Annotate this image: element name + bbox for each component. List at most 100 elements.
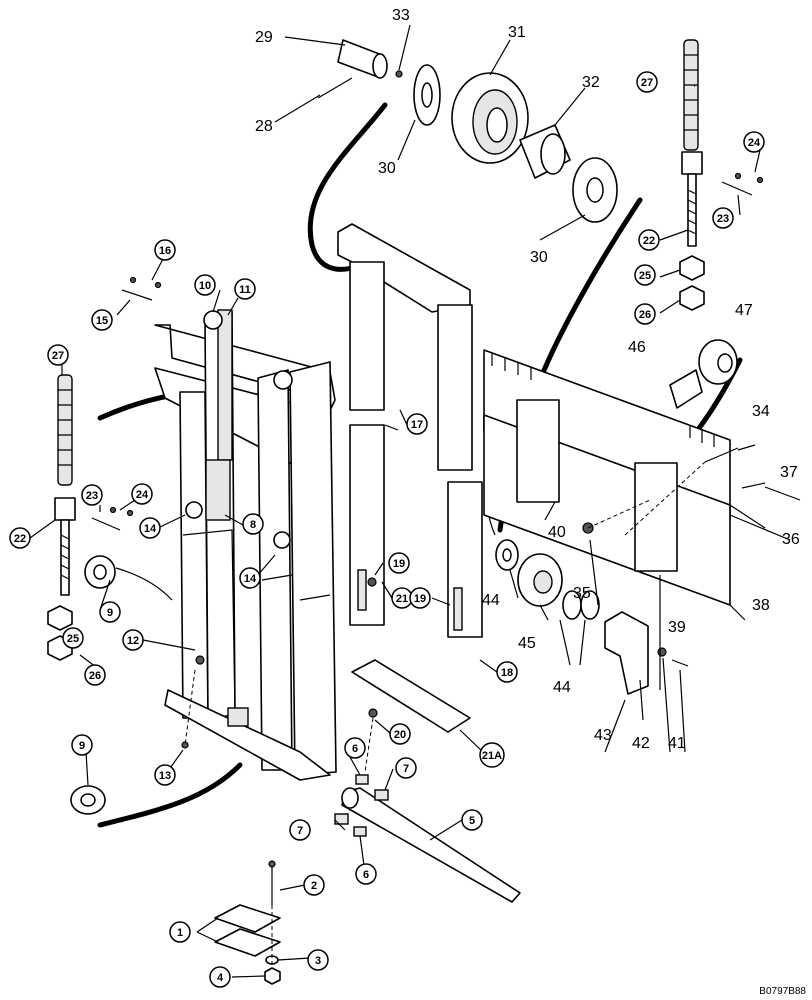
mast-roller-top: [273, 370, 293, 390]
chain-27-right: [683, 39, 699, 151]
carriage-36-teeth: [491, 353, 715, 447]
label-44a: 44: [482, 592, 500, 609]
label-26a: 26: [89, 670, 101, 682]
clip-24-left-a: [109, 506, 117, 514]
label-44b: 44: [553, 679, 571, 696]
circled-labels: 27 24 23 22 25 26 16 15 10 11 27 23 24 2…: [9, 71, 765, 988]
clip-24-left-b: [126, 509, 134, 517]
part-30-washer-lower-hole: [586, 177, 604, 203]
clip-24-right-a: [734, 172, 742, 180]
label-27a: 27: [52, 350, 64, 362]
label-5: 5: [469, 815, 475, 827]
mast-bracket: [227, 707, 249, 727]
mast-channel-11: [217, 309, 233, 461]
washer-44-right-b: [580, 590, 600, 620]
clip-24-right-b: [756, 176, 764, 184]
mast-pin-10: [203, 310, 223, 330]
label-45: 45: [518, 635, 536, 652]
label-6b: 6: [363, 869, 369, 881]
label-23b: 23: [717, 213, 729, 225]
label-12: 12: [127, 635, 139, 647]
carriage-guide-line: [587, 461, 706, 536]
nut-4: [264, 967, 281, 985]
mast-right-upright-outer: [289, 361, 337, 776]
nut-25-right: [679, 255, 705, 281]
label-3: 3: [315, 955, 321, 967]
figure-reference: B0797B88: [759, 986, 806, 997]
label-19a: 19: [393, 558, 405, 570]
top-pulley-parts: [317, 39, 618, 223]
label-22a: 22: [14, 533, 26, 545]
inner-mast-right-rail-lower: [447, 481, 483, 638]
leader-lines: [29, 24, 801, 978]
label-31: 31: [508, 24, 526, 41]
label-20: 20: [394, 729, 406, 741]
mast-right-upright: [257, 369, 293, 771]
hydraulic-hose-top: [307, 102, 388, 272]
carriage-34-bolt: [704, 447, 739, 463]
label-36: 36: [782, 531, 800, 548]
plate-1-lower: [214, 928, 281, 957]
inner-mast-slot-19a: [357, 569, 367, 611]
pad-6-bottom: [353, 826, 367, 837]
label-23a: 23: [86, 490, 98, 502]
label-30a: 30: [378, 160, 396, 177]
mast-lower-plate: [182, 529, 331, 716]
label-43: 43: [594, 727, 612, 744]
part-33-pin: [395, 70, 403, 78]
shaft-5-end: [341, 787, 359, 809]
pin-23-right: [721, 181, 753, 196]
label-33: 33: [392, 7, 410, 24]
label-24b: 24: [748, 137, 761, 149]
mast-roller-14-upper: [185, 501, 203, 519]
label-8: 8: [250, 519, 256, 531]
anchor-22-right-head: [681, 151, 703, 175]
washer-42: [657, 647, 667, 657]
carriage-assembly: [483, 349, 766, 606]
pin-15: [121, 289, 153, 301]
hose-9-line: [115, 567, 173, 601]
roller-9-upper-hub: [93, 564, 107, 580]
chain-27-right-links: [684, 54, 698, 131]
label-37: 37: [780, 464, 798, 481]
label-29: 29: [255, 29, 273, 46]
label-15: 15: [96, 315, 108, 327]
bolt-2-head: [268, 860, 276, 868]
inner-mast-assembly: [337, 223, 483, 733]
roller-9-lower-hub: [80, 793, 96, 807]
inner-mast-slot-19b: [453, 587, 463, 631]
inner-mast-right-rail: [437, 304, 473, 471]
label-14b: 14: [244, 573, 257, 585]
part-31-sheave-hub: [486, 107, 508, 143]
label-13: 13: [159, 770, 171, 782]
carriage-40-left-bracket: [516, 399, 560, 503]
label-38: 38: [752, 597, 770, 614]
left-chain-assembly: [47, 276, 162, 661]
part-32-bearing-end: [540, 133, 566, 175]
label-9a: 9: [107, 607, 113, 619]
clip-16-a: [129, 276, 137, 284]
label-41: 41: [668, 735, 686, 752]
label-11: 11: [239, 284, 251, 296]
roller-46: [669, 369, 703, 409]
label-7a: 7: [403, 763, 409, 775]
right-chain-assembly: [679, 39, 764, 311]
plate-1-upper: [214, 904, 281, 933]
label-18: 18: [501, 667, 513, 679]
guide-line-lower: [184, 669, 374, 968]
bolt-41: [671, 659, 689, 667]
carriage-39-right-bracket: [634, 462, 678, 572]
bolt-20: [368, 708, 378, 718]
pad-7-left: [334, 813, 349, 825]
inner-mast-bolt-21: [367, 577, 377, 587]
label-7b: 7: [297, 825, 303, 837]
label-25a: 25: [67, 633, 79, 645]
shaft-bracket-43: [604, 611, 649, 695]
label-47: 47: [735, 302, 753, 319]
label-35: 35: [573, 585, 591, 602]
washer-44-left-hole: [502, 548, 512, 562]
inner-mast-left-rail-lower: [349, 424, 385, 626]
outer-mast-assembly: [154, 309, 337, 781]
